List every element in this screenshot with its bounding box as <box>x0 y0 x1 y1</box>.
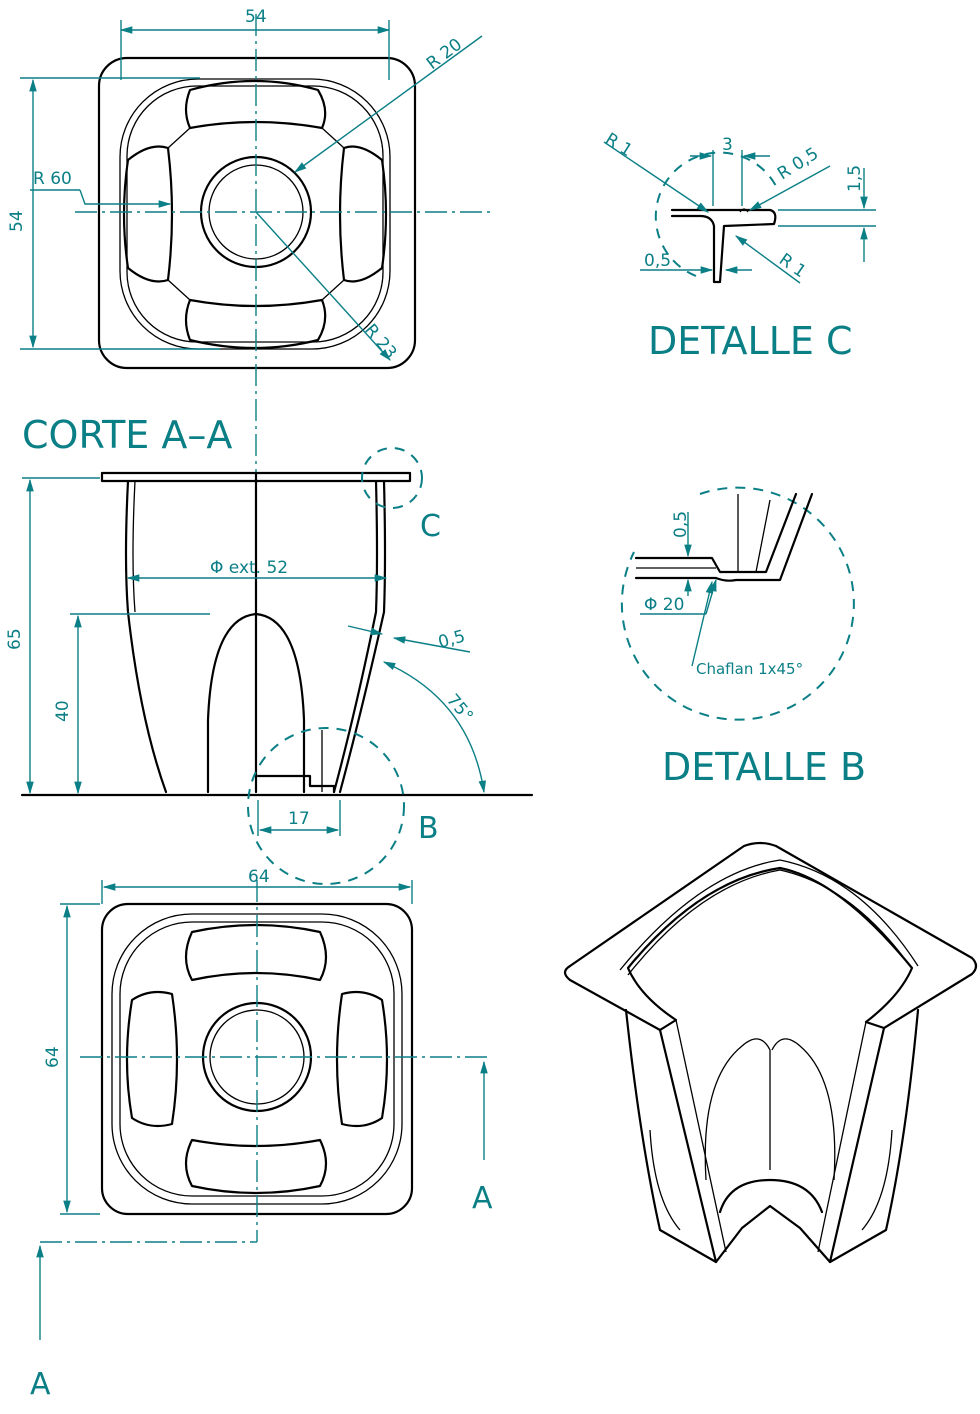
section-view: CORTE A–A Φ ext. 52 65 40 17 0,5 75° B C <box>5 413 534 885</box>
detail-c: 3 R 1 R 0,5 1,5 0,5 R 1 DETALLE C <box>601 129 876 363</box>
section-title: CORTE A–A <box>22 413 232 457</box>
top-width-label: 54 <box>245 7 267 27</box>
top-r20-label: R 20 <box>423 35 466 74</box>
section-height-total-label: 65 <box>5 628 25 650</box>
section-wall-label: 0,5 <box>436 627 467 653</box>
detail-c-flange-label: 1,5 <box>845 165 865 192</box>
section-height-lower-label: 40 <box>53 700 73 722</box>
bottom-height-label: 64 <box>43 1046 63 1068</box>
callout-b: B <box>418 811 439 846</box>
top-view: 54 54 R 20 R 60 R 23 <box>7 7 495 790</box>
section-base-label: 17 <box>288 809 310 829</box>
detail-b-chamfer-label: Chaflan 1x45° <box>696 660 803 678</box>
detail-c-r05-label: R 0,5 <box>774 144 822 184</box>
section-mark-right: A <box>472 1181 493 1216</box>
detail-c-thickness-label: 0,5 <box>644 251 671 271</box>
bottom-view: 64 64 A A <box>30 867 493 1402</box>
detail-c-title: DETALLE C <box>648 319 853 363</box>
section-angle-label: 75° <box>442 690 477 726</box>
detail-b: 0,5 Φ 20 Chaflan 1x45° DETALLE B <box>620 486 866 789</box>
detail-c-gap-label: 3 <box>722 135 733 155</box>
section-diameter-label: Φ ext. 52 <box>210 558 288 578</box>
section-mark-left: A <box>30 1367 51 1402</box>
detail-c-r1-top-label: R 1 <box>601 129 635 161</box>
detail-b-diameter-label: Φ 20 <box>644 595 684 615</box>
detail-b-title: DETALLE B <box>662 745 866 789</box>
detail-c-r1-bottom-label: R 1 <box>775 250 809 282</box>
top-r60-label: R 60 <box>33 169 72 189</box>
callout-c: C <box>420 509 441 544</box>
bottom-width-label: 64 <box>248 867 270 887</box>
detail-b-thickness-label: 0,5 <box>671 511 691 538</box>
top-height-label: 54 <box>7 210 27 232</box>
isometric-view <box>563 841 978 1264</box>
